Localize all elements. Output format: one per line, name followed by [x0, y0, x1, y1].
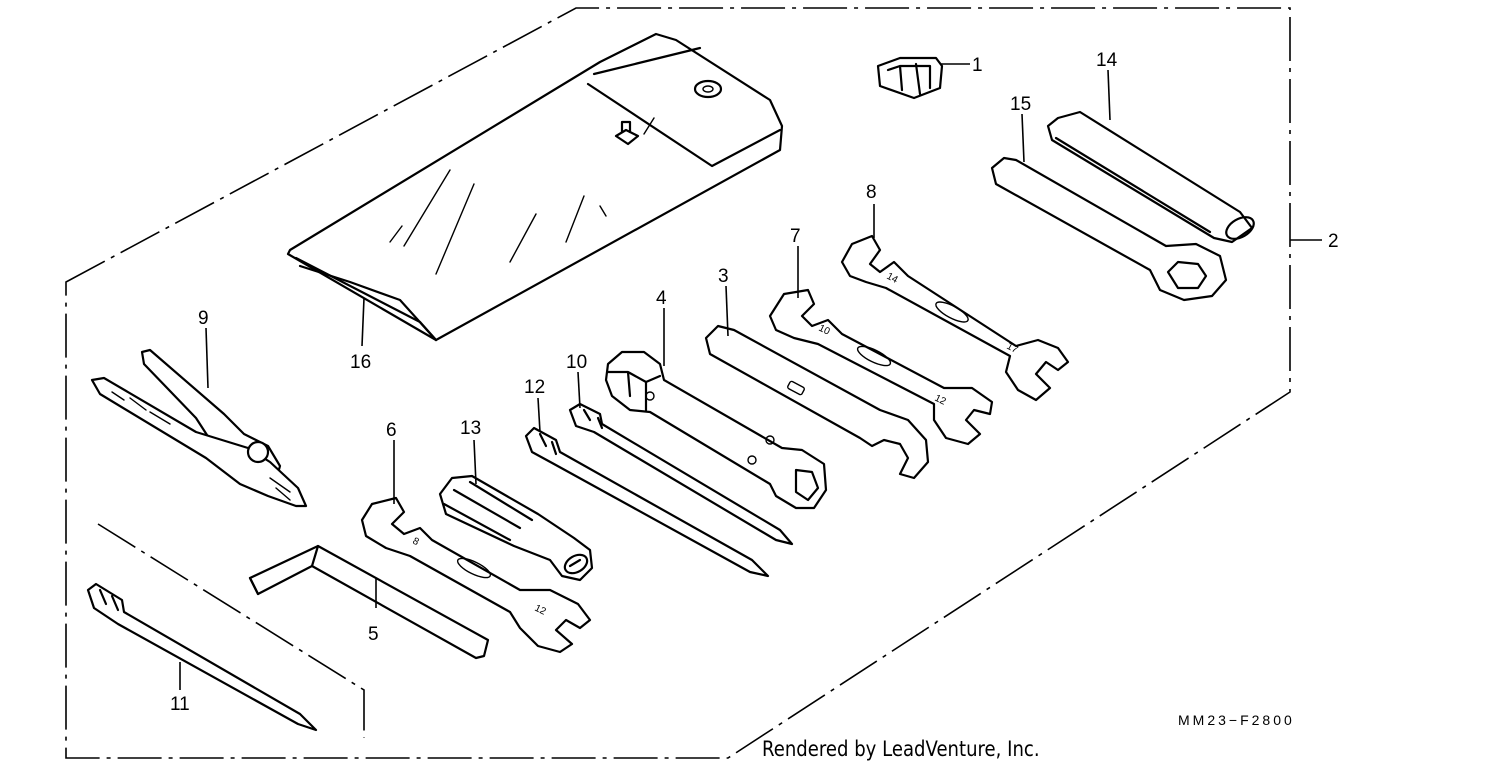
hex-key	[248, 544, 490, 660]
wrench-8-mark-2: 17	[1005, 341, 1020, 356]
screwdriver-grip	[438, 474, 594, 582]
callout-15: 15	[1010, 94, 1031, 115]
pin-spanner	[704, 324, 930, 480]
callout-labels: 1 2 3 4 5 6 7 8 9 10 11 12 13 14 15 16	[170, 50, 1339, 715]
callout-5: 5	[368, 624, 379, 645]
callout-8: 8	[866, 182, 877, 203]
wrench-8-mark-1: 14	[885, 271, 900, 286]
pliers	[90, 348, 308, 508]
callout-11: 11	[170, 694, 190, 715]
spark-plug-box-wrench	[604, 350, 828, 510]
callout-14: 14	[1096, 50, 1118, 71]
extension-bar	[1046, 110, 1255, 244]
wrench-size-marks: 8 12 10 12 14 17	[411, 271, 1020, 618]
wrench-7-mark-1: 10	[817, 323, 832, 338]
separator-line	[97, 523, 365, 738]
screwdriver-long	[86, 582, 318, 732]
callout-6: 6	[386, 420, 397, 441]
ring-wrench	[990, 156, 1228, 302]
callout-12: 12	[524, 377, 545, 398]
flat-screwdriver	[524, 426, 770, 578]
callout-9: 9	[198, 308, 209, 329]
callout-16: 16	[350, 352, 371, 373]
wrench-6-mark-1: 8	[411, 536, 421, 549]
diagram-code: MM23−F2800	[1178, 712, 1295, 728]
holder-clip	[876, 56, 944, 100]
open-end-wrench-6	[360, 496, 592, 654]
callout-3: 3	[718, 266, 729, 287]
leader-lines	[179, 63, 1322, 690]
callout-10: 10	[566, 352, 587, 373]
wrench-7-mark-2: 12	[933, 393, 948, 408]
wrench-6-mark-2: 12	[533, 603, 548, 618]
callout-2: 2	[1328, 231, 1339, 252]
group-frame	[65, 7, 1291, 759]
open-end-wrench-7	[768, 288, 994, 446]
callout-13: 13	[460, 418, 481, 439]
tool-bag	[286, 32, 784, 342]
open-end-wrench-8	[840, 234, 1070, 402]
callout-1: 1	[972, 55, 983, 76]
credit-text: Rendered by LeadVenture, Inc.	[762, 737, 1040, 761]
phillips-screwdriver	[568, 402, 794, 546]
callout-7: 7	[790, 226, 801, 247]
callout-4: 4	[656, 288, 667, 309]
